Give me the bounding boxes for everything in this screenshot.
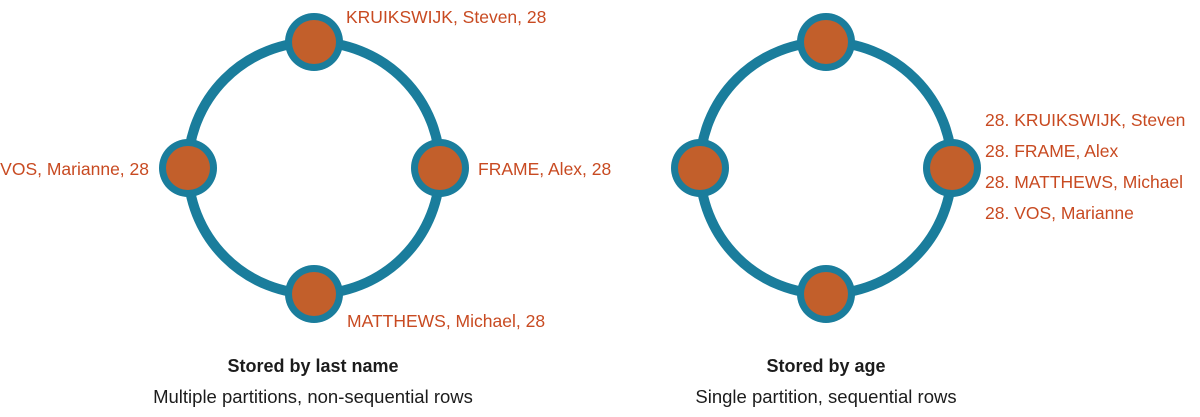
ring-node-right — [411, 139, 469, 197]
ring-node-top — [285, 13, 343, 71]
ring-circle — [695, 37, 957, 299]
row-list-item: 28. FRAME, Alex — [985, 141, 1119, 161]
ring-node-right — [923, 139, 981, 197]
row-list-item: 28. MATTHEWS, Michael — [985, 172, 1184, 192]
ring-node-left — [671, 139, 729, 197]
row-list-item: 28. KRUIKSWIJK, Steven — [985, 110, 1186, 130]
right-ring-row-list: 28. KRUIKSWIJK, Steven 28. FRAME, Alex 2… — [985, 105, 1185, 229]
ring-circle — [183, 37, 445, 299]
right-caption-title: Stored by age — [766, 356, 886, 376]
node-fill — [804, 20, 848, 64]
left-ring-label-left: VOS, Marianne, 28 — [0, 159, 149, 179]
left-caption-title: Stored by last name — [227, 356, 399, 376]
left-ring-label-bottom: MATTHEWS, Michael, 28 — [347, 311, 546, 331]
node-fill — [292, 272, 336, 316]
node-fill — [678, 146, 722, 190]
left-partition-ring — [159, 13, 469, 323]
ring-node-bottom — [285, 265, 343, 323]
ring-node-left — [159, 139, 217, 197]
left-ring-label-top: KRUIKSWIJK, Steven, 28 — [346, 7, 547, 27]
left-caption-subtitle: Multiple partitions, non-sequential rows — [153, 386, 473, 407]
row-list-item: 28. VOS, Marianne — [985, 203, 1134, 223]
node-fill — [804, 272, 848, 316]
node-fill — [292, 20, 336, 64]
left-diagram-caption: Stored by last name Multiple partitions,… — [63, 355, 563, 408]
right-diagram-caption: Stored by age Single partition, sequenti… — [576, 355, 1076, 408]
node-fill — [930, 146, 974, 190]
left-ring-label-right: FRAME, Alex, 28 — [478, 159, 612, 179]
right-caption-subtitle: Single partition, sequential rows — [695, 386, 957, 407]
ring-node-bottom — [797, 265, 855, 323]
node-fill — [418, 146, 462, 190]
ring-node-top — [797, 13, 855, 71]
right-partition-ring — [671, 13, 981, 323]
node-fill — [166, 146, 210, 190]
